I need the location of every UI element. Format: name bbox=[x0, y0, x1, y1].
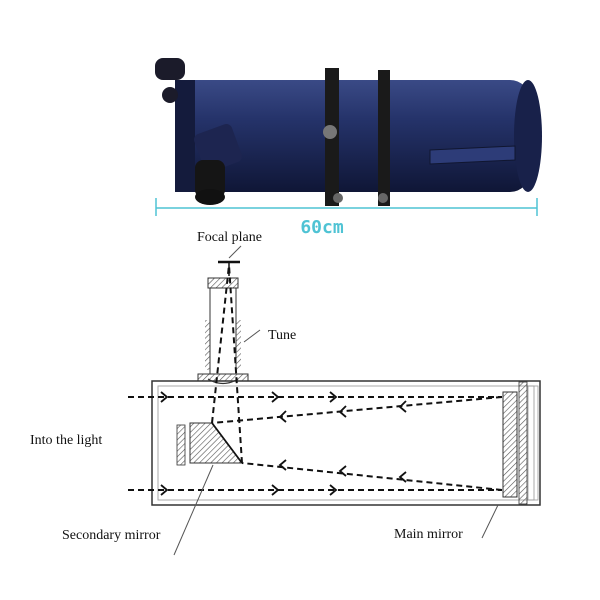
ray-arrows bbox=[160, 391, 407, 496]
focuser-tube bbox=[197, 277, 249, 385]
label-focal-plane: Focal plane bbox=[197, 230, 262, 245]
label-main-mirror: Main mirror bbox=[394, 527, 463, 542]
label-tune: Tune bbox=[268, 328, 296, 343]
dimension-line bbox=[155, 198, 538, 216]
telescope-photo bbox=[155, 58, 542, 206]
main-tube bbox=[151, 380, 541, 506]
main-mirror bbox=[502, 391, 518, 498]
optical-diagram bbox=[128, 245, 541, 556]
label-secondary-mirror: Secondary mirror bbox=[62, 528, 161, 543]
dimension-label: 60cm bbox=[300, 217, 344, 238]
light-rays bbox=[128, 264, 503, 491]
label-into-light: Into the light bbox=[30, 433, 102, 448]
